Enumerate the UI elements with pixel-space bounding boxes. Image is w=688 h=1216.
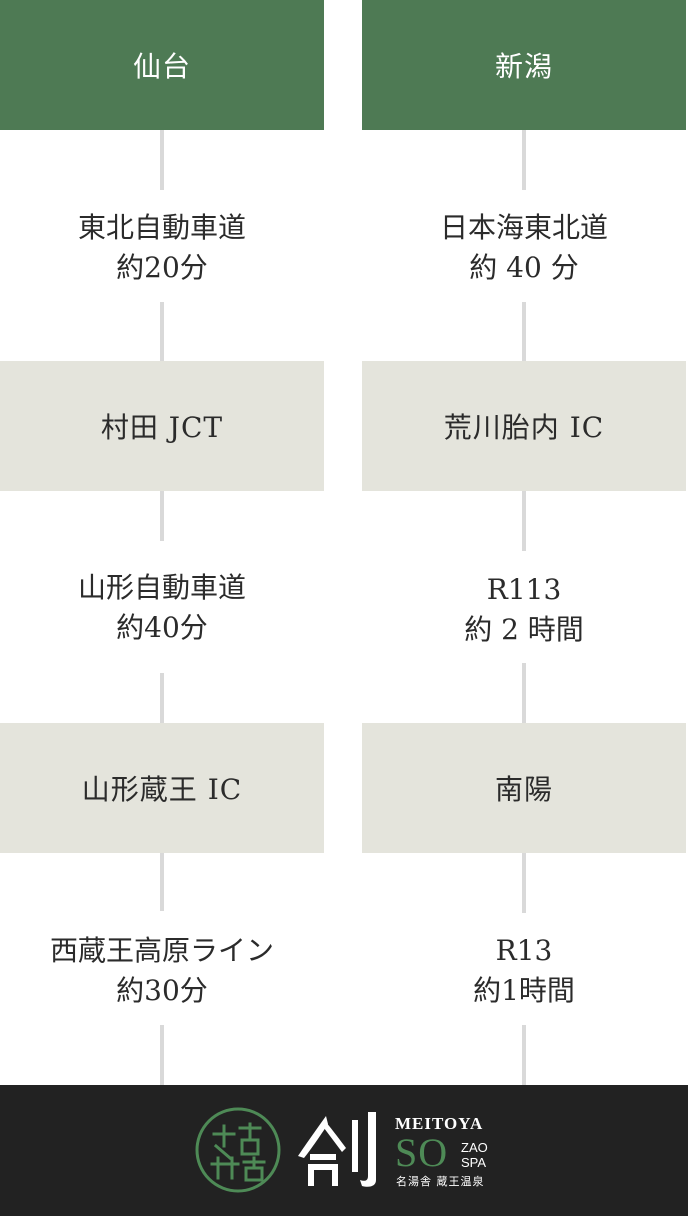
segment-left-3: 西蔵王高原ライン 約30分 — [0, 931, 324, 1011]
road-name: R113 — [486, 573, 562, 606]
so-calligraphy-logo-icon — [298, 1112, 376, 1187]
route-column-niigata: 新潟 日本海東北道 約 40 分 荒川胎内 IC R113 約 2 時間 南陽 … — [362, 0, 686, 1085]
connector-line — [522, 853, 526, 913]
origin-sendai: 仙台 — [0, 0, 324, 130]
footer-brand-bar — [0, 1085, 688, 1216]
seal-logo-icon — [195, 1107, 281, 1193]
segment-right-1: 日本海東北道 約 40 分 — [362, 208, 686, 288]
brand-zao: ZAO — [461, 1140, 488, 1155]
connector-line — [522, 130, 526, 190]
connector-line — [522, 1025, 526, 1085]
connector-line — [522, 302, 526, 361]
origin-niigata: 新潟 — [362, 0, 686, 130]
stop-yamagata-zao-ic: 山形蔵王 IC — [0, 723, 324, 853]
segment-right-3: R13 約1時間 — [362, 931, 686, 1011]
connector-line — [160, 673, 164, 723]
segment-right-2: R113 約 2 時間 — [362, 570, 686, 650]
brand-spa: SPA — [461, 1155, 487, 1170]
brand-so: SO — [395, 1130, 449, 1175]
connector-line — [160, 130, 164, 190]
connector-line — [160, 302, 164, 361]
brand-tagline: 名湯舎 蔵王温泉 — [396, 1175, 485, 1188]
stop-nanyo: 南陽 — [362, 723, 686, 853]
connector-line — [522, 491, 526, 551]
travel-time: 約30分 — [116, 974, 208, 1007]
stop-arakawa-tainai-ic: 荒川胎内 IC — [362, 361, 686, 491]
travel-time: 約 40 分 — [469, 251, 579, 284]
brand-meitoya: MEITOYA — [395, 1114, 484, 1133]
road-name: 山形自動車道 — [77, 571, 246, 604]
segment-left-1: 東北自動車道 約20分 — [0, 208, 324, 288]
segment-left-2: 山形自動車道 約40分 — [0, 568, 324, 648]
road-name: 東北自動車道 — [77, 211, 246, 244]
road-name: R13 — [495, 934, 553, 967]
connector-line — [160, 491, 164, 541]
route-column-sendai: 仙台 東北自動車道 約20分 村田 JCT 山形自動車道 約40分 山形蔵王 I… — [0, 0, 324, 1085]
road-name: 日本海東北道 — [439, 211, 608, 244]
travel-time: 約 2 時間 — [464, 613, 584, 646]
connector-line — [160, 853, 164, 911]
travel-time: 約40分 — [116, 611, 208, 644]
connector-line — [160, 1025, 164, 1085]
road-name: 西蔵王高原ライン — [49, 934, 274, 967]
travel-time: 約1時間 — [473, 974, 575, 1007]
stop-murata-jct: 村田 JCT — [0, 361, 324, 491]
connector-line — [522, 663, 526, 723]
travel-time: 約20分 — [116, 251, 208, 284]
